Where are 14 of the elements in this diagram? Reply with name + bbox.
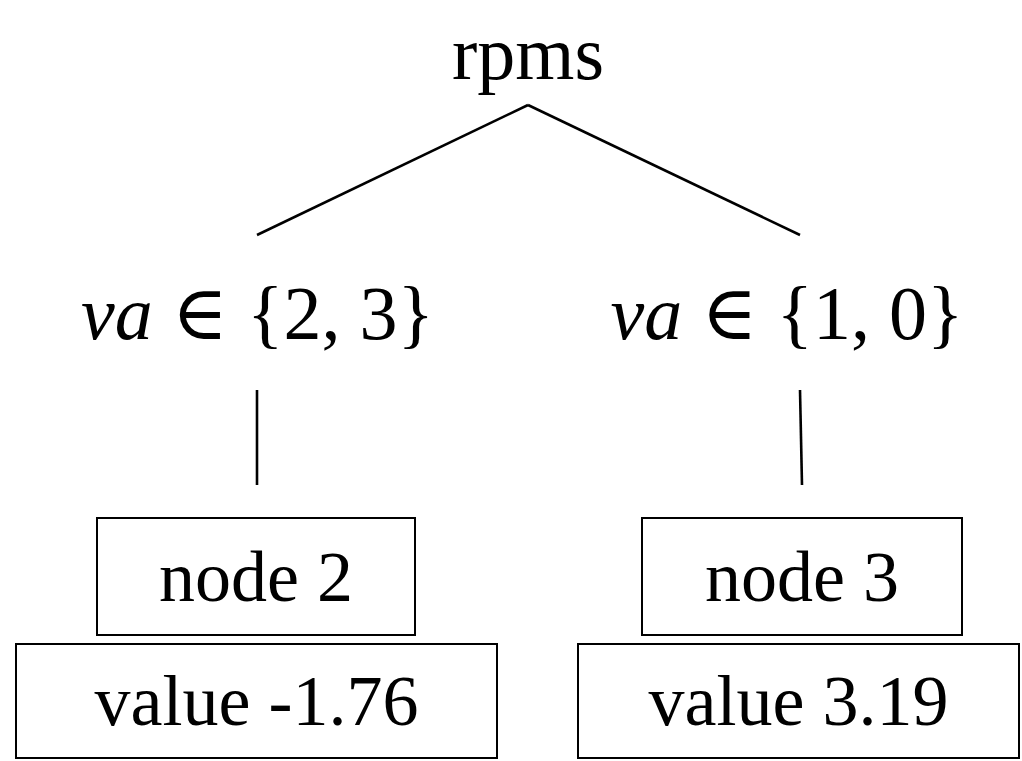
tree-node-box [577, 643, 1020, 759]
node-label: node 2 [159, 540, 353, 613]
tree-node-box [15, 643, 498, 759]
connector-line [527, 103, 801, 237]
split-label: va ∈ {2, 3} [81, 274, 434, 351]
split-label: va ∈ {1, 0} [610, 274, 964, 351]
node-label: value 3.19 [648, 665, 949, 737]
connector-line [798, 389, 804, 486]
connector-line [255, 390, 259, 485]
node-label: node 3 [705, 540, 899, 613]
node-label: value -1.76 [94, 665, 419, 737]
connector-line [256, 103, 529, 237]
tree-node-box [641, 517, 963, 636]
tree-node-box [96, 517, 416, 636]
